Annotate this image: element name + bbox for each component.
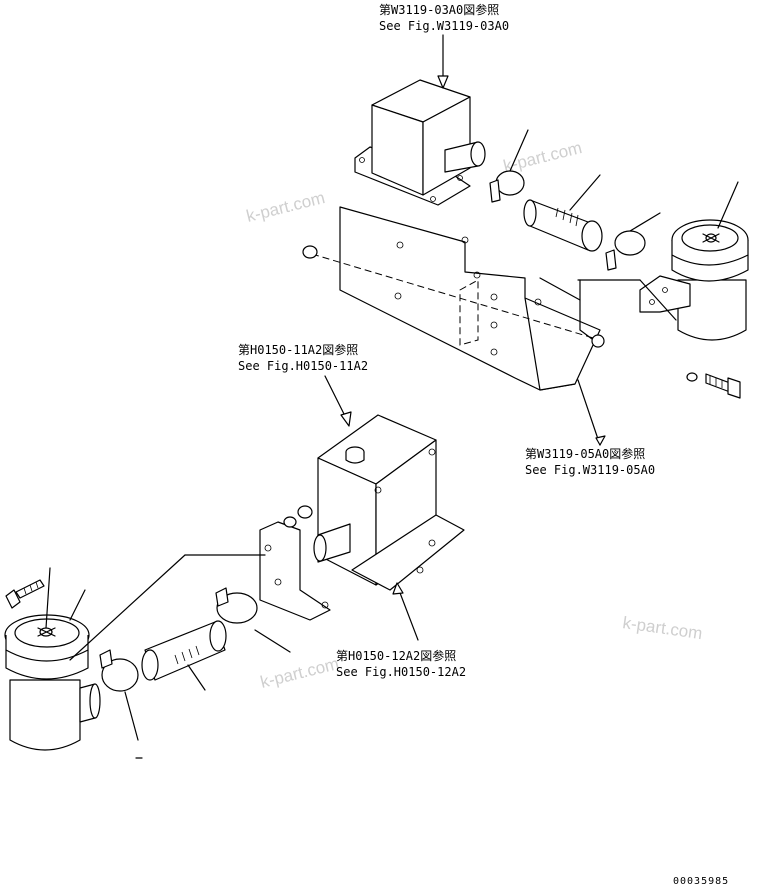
ref-mid-jp: 第H0150-11A2図参照: [238, 342, 358, 357]
mid-reference-arrow: [324, 375, 352, 427]
watermark: k-part.com: [244, 188, 327, 226]
watermark: k-part.com: [501, 138, 584, 176]
upper-air-cleaner: [639, 181, 749, 341]
upper-tank-box: [354, 79, 486, 206]
bottom-reference-arrow: [392, 582, 419, 641]
lower-hose: [141, 620, 227, 691]
drawing-code: 00035985: [673, 876, 729, 887]
lower-bolt: [5, 579, 45, 609]
ref-mid-en: See Fig.H0150-11A2: [238, 359, 368, 373]
ref-bottom-jp: 第H0150-12A2図参照: [336, 648, 456, 663]
upper-hose-clamps: [489, 129, 661, 271]
ref-top-jp: 第W3119-03A0図参照: [379, 2, 499, 17]
ref-right-en: See Fig.W3119-05A0: [525, 463, 655, 477]
ref-bottom-en: See Fig.H0150-12A2: [336, 665, 466, 679]
ref-top-en: See Fig.W3119-03A0: [379, 19, 509, 33]
lower-bracket: [259, 505, 331, 621]
upper-hose: [523, 174, 603, 252]
watermark: k-part.com: [258, 654, 341, 692]
top-reference-arrow: [437, 34, 449, 89]
upper-bolt: [686, 372, 741, 399]
lower-air-cleaner: [4, 554, 266, 751]
watermark: k-part.com: [621, 613, 703, 643]
lower-hose-clamps: [99, 587, 291, 741]
mounting-bracket: [302, 206, 677, 446]
lower-tank-box: [313, 414, 465, 591]
ref-right-jp: 第W3119-05A0図参照: [525, 446, 645, 461]
